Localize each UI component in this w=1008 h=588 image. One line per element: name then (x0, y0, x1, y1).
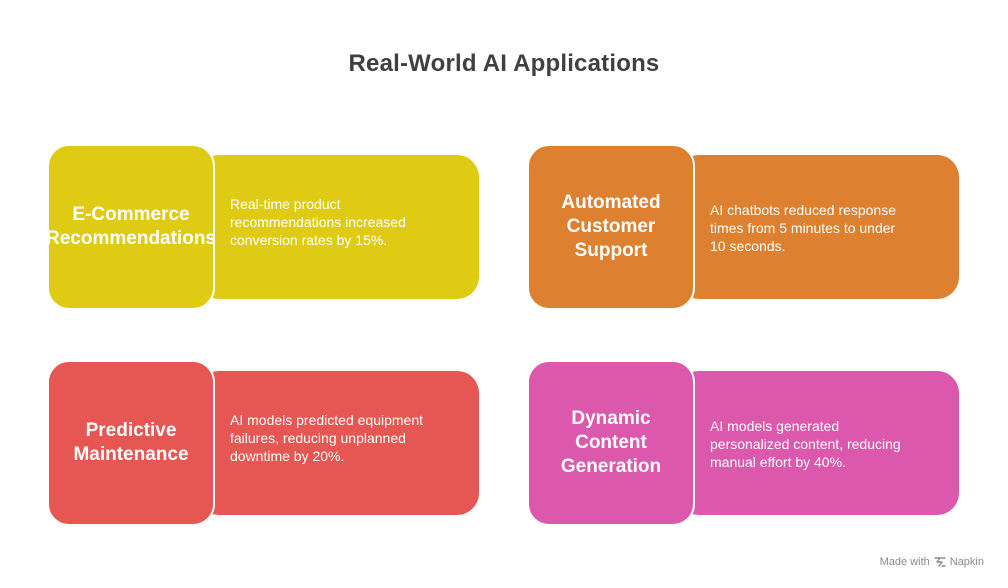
card-tab: Predictive Maintenance (47, 360, 215, 526)
card-panel (677, 155, 959, 299)
card-label: E-Commerce Recommendations (46, 204, 216, 249)
napkin-brand-label: Napkin (949, 556, 984, 568)
card-label: Dynamic Content Generation (560, 408, 662, 477)
card-panel (677, 371, 959, 515)
card-dynamic-content-generation: Dynamic Content Generation AI models gen… (527, 360, 959, 526)
card-description: AI models predicted equipment failures, … (230, 412, 423, 464)
card-panel (197, 371, 479, 515)
card-panel (197, 155, 479, 299)
card-label: Automated Customer Support (561, 192, 661, 261)
card-tab: Dynamic Content Generation (527, 360, 695, 526)
page-title: Real-World AI Applications (348, 50, 660, 77)
napkin-logo-icon (934, 557, 946, 567)
card-description: AI models generated personalized content… (710, 418, 901, 470)
card-automated-customer-support: Automated Customer Support AI chatbots r… (527, 144, 959, 310)
card-tab: Automated Customer Support (527, 144, 695, 310)
card-ecommerce-recommendations: E-Commerce Recommendations Real-time pro… (46, 144, 479, 310)
card-description: AI chatbots reduced response times from … (710, 202, 897, 254)
made-with-label: Made with (879, 556, 930, 568)
made-with-napkin-footer[interactable]: Made with Napkin (880, 556, 984, 568)
card-description: Real-time product recommendations increa… (230, 196, 406, 248)
card-predictive-maintenance: Predictive Maintenance AI models predict… (47, 360, 479, 526)
card-tab: E-Commerce Recommendations (46, 144, 216, 310)
card-label: Predictive Maintenance (73, 420, 189, 465)
